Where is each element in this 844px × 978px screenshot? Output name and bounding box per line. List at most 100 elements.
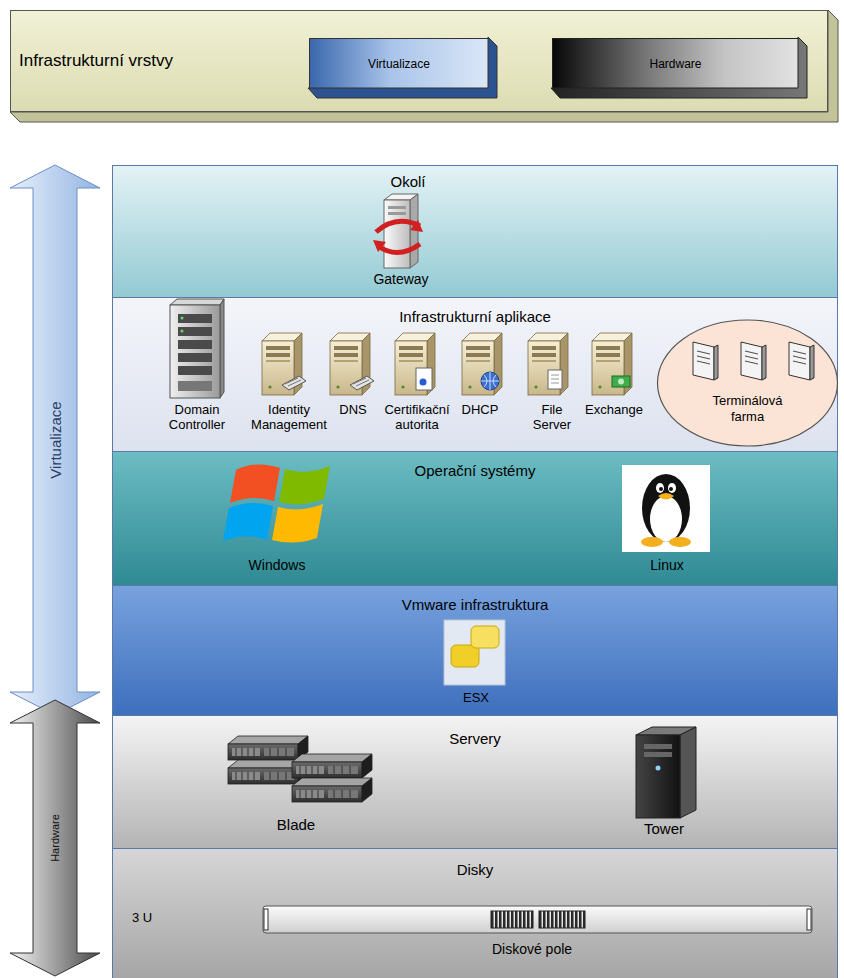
node-text: Servery	[113, 730, 837, 747]
icon-label: File Server	[528, 402, 576, 432]
node-text: Operační systémy	[113, 462, 837, 479]
server-icons	[528, 333, 568, 395]
server-badges	[548, 370, 562, 389]
node-text: Okolí	[113, 173, 703, 190]
node-text: Hardware	[649, 57, 701, 71]
linux-logo	[622, 465, 710, 552]
server-badges	[481, 372, 499, 390]
terminal-client-icons	[789, 342, 814, 380]
icon-label: 3 U	[132, 910, 152, 925]
server-badges	[420, 379, 427, 386]
axis-label: Virtualizace	[48, 401, 63, 478]
blade-servers	[292, 778, 372, 802]
disk-array	[263, 906, 812, 933]
domain-controller-icon	[178, 314, 212, 323]
icon-label: Domain Controller	[157, 402, 237, 432]
icon-label: Gateway	[373, 272, 428, 287]
icon-label: Certifikační autorita	[375, 402, 459, 432]
server-badges	[618, 379, 624, 385]
domain-controller-icon	[170, 299, 224, 305]
domain-controller-icon	[181, 317, 184, 320]
hardware-arrow	[10, 700, 100, 976]
domain-controller-icon	[178, 327, 212, 336]
server-badges	[612, 376, 630, 387]
gateway-icon	[388, 206, 406, 209]
linux-logo	[669, 537, 691, 547]
terminal-client-icons	[741, 342, 766, 380]
virtualization-arrow	[10, 165, 100, 715]
gateway-icon	[373, 240, 386, 252]
disk-array	[263, 906, 812, 933]
linux-logo	[650, 496, 682, 542]
blade-servers	[228, 736, 372, 802]
server-badges	[416, 368, 432, 390]
ellipse-outline	[658, 320, 838, 446]
node-text: Disky	[113, 861, 837, 878]
virtualization-arrow	[10, 165, 100, 715]
panel-bevel	[551, 37, 807, 98]
icon-label: Diskové pole	[492, 942, 572, 957]
windows-logo	[272, 504, 323, 543]
tower-server	[636, 727, 696, 818]
icon-label: Windows	[249, 558, 306, 573]
windows-logo	[279, 466, 330, 504]
layer-band: Operační systémy	[112, 451, 838, 586]
blade-servers	[228, 736, 308, 760]
node-text: Vmware infrastruktura	[113, 596, 837, 613]
linux-logo	[659, 487, 663, 491]
icon-label: Identity Management	[244, 402, 334, 432]
ellipse-outline	[656, 318, 839, 448]
domain-controller-icon	[220, 299, 224, 398]
linux-logo	[641, 537, 663, 547]
icon-label: Linux	[650, 558, 683, 573]
esx-icon	[471, 626, 499, 648]
terminal-client-icons	[693, 342, 718, 380]
tower-server	[636, 735, 680, 818]
icon-label: Exchange	[585, 402, 643, 417]
domain-controller-icon	[170, 299, 224, 398]
tower-server	[656, 766, 661, 771]
axis-label: Hardware	[48, 814, 63, 862]
blade-servers	[292, 754, 372, 778]
node-text: Terminálová farma	[701, 393, 794, 425]
linux-logo	[669, 487, 673, 491]
domain-controller-icon	[178, 366, 212, 375]
linux-logo	[656, 483, 664, 493]
gateway-icon	[410, 220, 423, 232]
layer-band: Okolí	[112, 165, 838, 298]
server-icons	[592, 333, 632, 395]
server-badges	[282, 376, 306, 390]
windows-logo	[230, 464, 280, 503]
domain-controller-icon	[178, 353, 212, 362]
gateway-icon	[384, 200, 410, 268]
legend-box: Virtualizace	[309, 38, 489, 89]
windows-logo	[223, 503, 273, 541]
server-badges	[353, 378, 369, 386]
server-badges	[282, 368, 630, 390]
tower-server	[644, 752, 672, 757]
node-text: Infrastrukturní aplikace	[113, 308, 837, 325]
group-ellipse: Terminálová farma	[656, 318, 839, 448]
esx-icon	[444, 620, 505, 685]
domain-controller-icon	[170, 305, 220, 398]
server-icons	[395, 333, 435, 395]
server-badges	[481, 372, 499, 390]
linux-logo	[642, 474, 690, 542]
panel-bevel	[10, 10, 838, 122]
gateway-icon	[378, 244, 420, 253]
domain-controller-icon	[181, 330, 184, 333]
windows-logo	[223, 464, 330, 542]
disk-array	[264, 909, 268, 930]
server-badges	[285, 378, 301, 386]
linux-logo	[658, 493, 674, 500]
tower-server	[644, 744, 672, 749]
panel-bevel	[10, 10, 838, 122]
server-icons	[262, 333, 632, 395]
panel-bevel	[308, 37, 497, 98]
linux-logo	[622, 465, 710, 552]
esx-icon	[444, 620, 505, 685]
server-icons	[462, 333, 502, 395]
